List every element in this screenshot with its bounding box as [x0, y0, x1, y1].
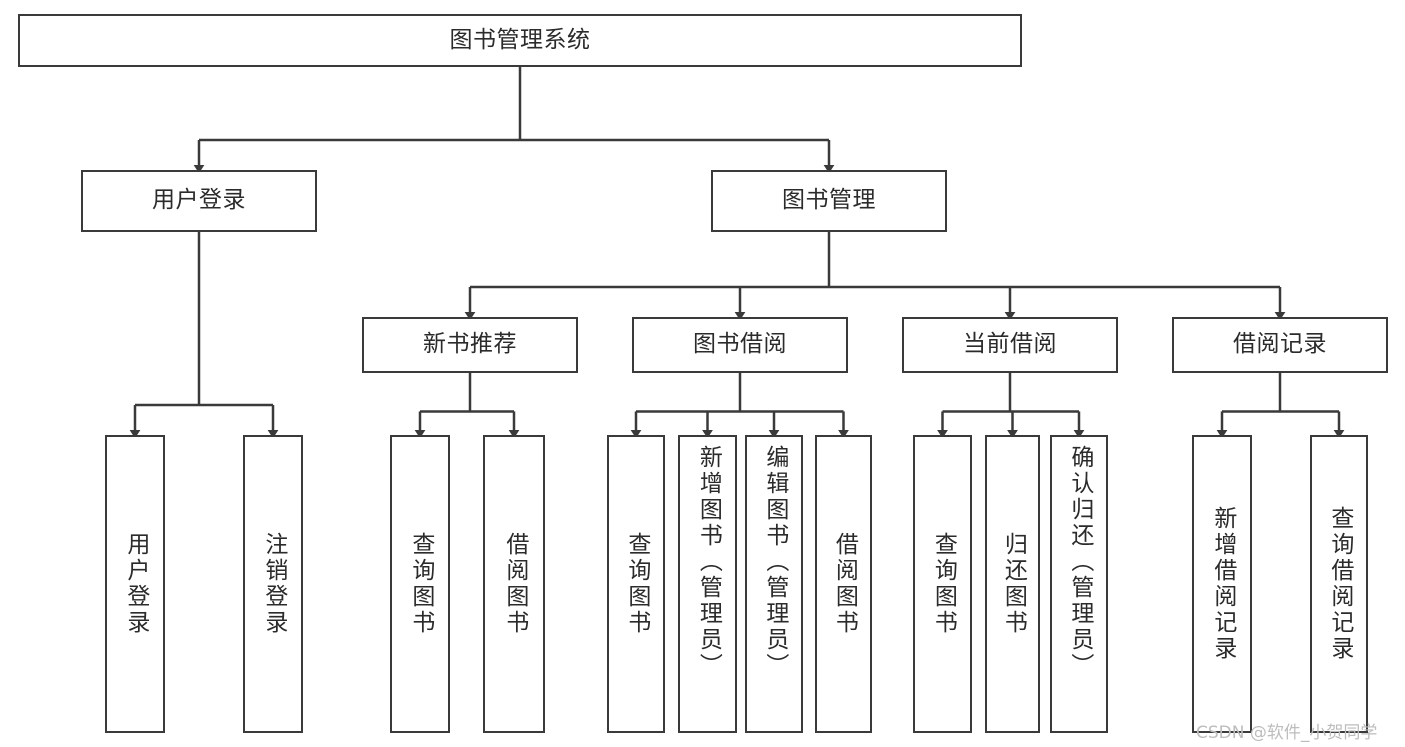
- node-label: 借阅图书: [501, 532, 528, 636]
- node-label: 归还图书: [1000, 532, 1027, 636]
- node-label: 新书推荐: [423, 331, 517, 358]
- leaf-query-borrow-record[interactable]: 查询借阅记录: [1310, 435, 1368, 733]
- node-book-borrow[interactable]: 图书借阅: [632, 317, 848, 373]
- node-borrow-record[interactable]: 借阅记录: [1172, 317, 1388, 373]
- node-label: 查询图书: [623, 532, 650, 636]
- node-label: 图书管理: [782, 187, 876, 214]
- node-book-management[interactable]: 图书管理: [711, 170, 947, 232]
- leaf-confirm-return-admin[interactable]: 确认归还（管理员）: [1050, 435, 1108, 733]
- node-label: 查询图书: [930, 532, 957, 636]
- node-label: 新增图书（管理员）: [695, 445, 722, 679]
- node-label: 借阅记录: [1233, 331, 1327, 358]
- leaf-add-borrow-record[interactable]: 新增借阅记录: [1192, 435, 1252, 733]
- leaf-return-book[interactable]: 归还图书: [985, 435, 1040, 733]
- node-label: 图书管理系统: [449, 26, 591, 53]
- node-label: 当前借阅: [963, 331, 1057, 358]
- leaf-borrow-book-recommend[interactable]: 借阅图书: [483, 435, 545, 733]
- node-label: 图书借阅: [693, 331, 787, 358]
- node-label: 注销登录: [260, 532, 287, 636]
- leaf-query-book-current[interactable]: 查询图书: [913, 435, 972, 733]
- leaf-user-login[interactable]: 用户登录: [105, 435, 165, 733]
- leaf-query-book-recommend[interactable]: 查询图书: [390, 435, 450, 733]
- node-current-borrow[interactable]: 当前借阅: [902, 317, 1118, 373]
- leaf-borrow-book-borrow[interactable]: 借阅图书: [815, 435, 872, 733]
- node-label: 借阅图书: [831, 532, 858, 636]
- node-new-book-recommend[interactable]: 新书推荐: [362, 317, 578, 373]
- leaf-add-book-admin[interactable]: 新增图书（管理员）: [678, 435, 737, 733]
- node-user-login[interactable]: 用户登录: [81, 170, 317, 232]
- node-label: 编辑图书（管理员）: [761, 445, 788, 679]
- node-root[interactable]: 图书管理系统: [18, 14, 1022, 67]
- node-label: 确认归还（管理员）: [1066, 445, 1093, 679]
- node-label: 用户登录: [122, 532, 149, 636]
- node-label: 查询图书: [407, 532, 434, 636]
- node-label: 用户登录: [152, 187, 246, 214]
- leaf-edit-book-admin[interactable]: 编辑图书（管理员）: [745, 435, 803, 733]
- connector-group: [129, 67, 1345, 439]
- watermark-text: CSDN @软件_小贺同学: [1196, 723, 1378, 743]
- leaf-query-book-borrow[interactable]: 查询图书: [607, 435, 665, 733]
- node-label: 新增借阅记录: [1209, 506, 1236, 662]
- leaf-user-logout[interactable]: 注销登录: [243, 435, 303, 733]
- node-label: 查询借阅记录: [1326, 506, 1353, 662]
